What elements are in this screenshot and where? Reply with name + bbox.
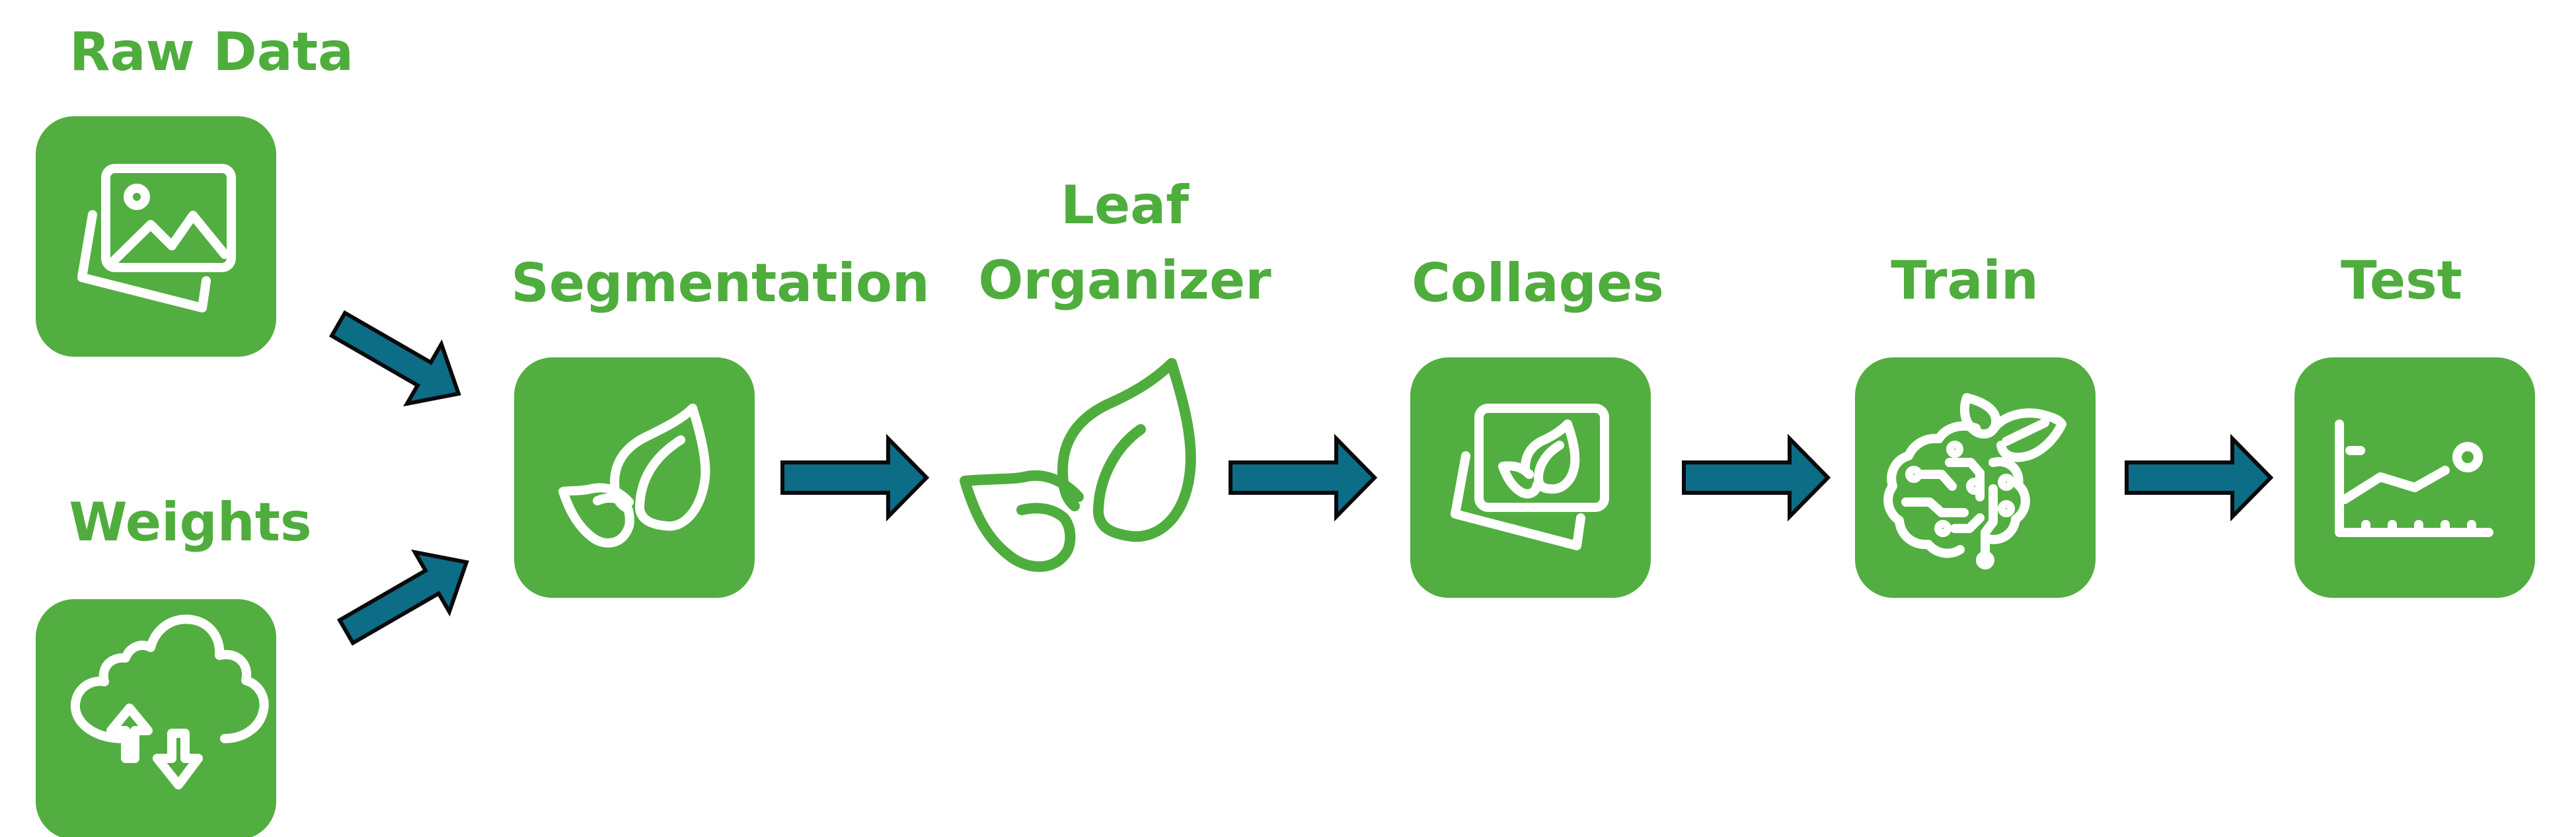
weights-box xyxy=(36,599,276,837)
test-node xyxy=(2294,357,2535,598)
arrow-weights-to-segmentation xyxy=(336,549,469,646)
line-chart-icon xyxy=(2335,419,2493,537)
image-icon xyxy=(77,164,236,312)
segmentation-node xyxy=(514,357,755,598)
cloud-sync-icon xyxy=(70,614,269,789)
raw-data-label: Raw Data xyxy=(69,21,354,83)
arrow-collages-to-train xyxy=(1682,433,1831,522)
weights-label: Weights xyxy=(69,491,311,553)
leaves-icon xyxy=(558,404,710,548)
test-box xyxy=(2294,357,2535,598)
train-label: Train xyxy=(1891,250,2039,311)
segmentation-label: Segmentation xyxy=(511,252,930,314)
weights-node xyxy=(36,599,276,837)
arrow-segmentation-to-leaf-organizer xyxy=(780,433,930,522)
segmentation-box xyxy=(514,357,755,598)
test-label: Test xyxy=(2341,250,2462,311)
arrow-raw-data-to-segmentation xyxy=(328,310,461,407)
collages-label: Collages xyxy=(1412,252,1664,314)
raw-data-box xyxy=(36,116,276,357)
leaf-organizer-label-line1: Leaf xyxy=(1061,174,1190,236)
arrow-train-to-test xyxy=(2125,433,2274,522)
brain-leaf-icon xyxy=(1883,393,2066,569)
arrow-leaf-organizer-to-collages xyxy=(1229,433,1378,522)
leaf-organizer-icon xyxy=(960,358,1196,572)
raw-data-node xyxy=(36,116,276,357)
train-node xyxy=(1855,357,2096,598)
leaf-organizer-label-line2: Organizer xyxy=(978,250,1271,311)
collages-node xyxy=(1410,357,1651,598)
image-leaves-icon xyxy=(1451,404,1609,550)
